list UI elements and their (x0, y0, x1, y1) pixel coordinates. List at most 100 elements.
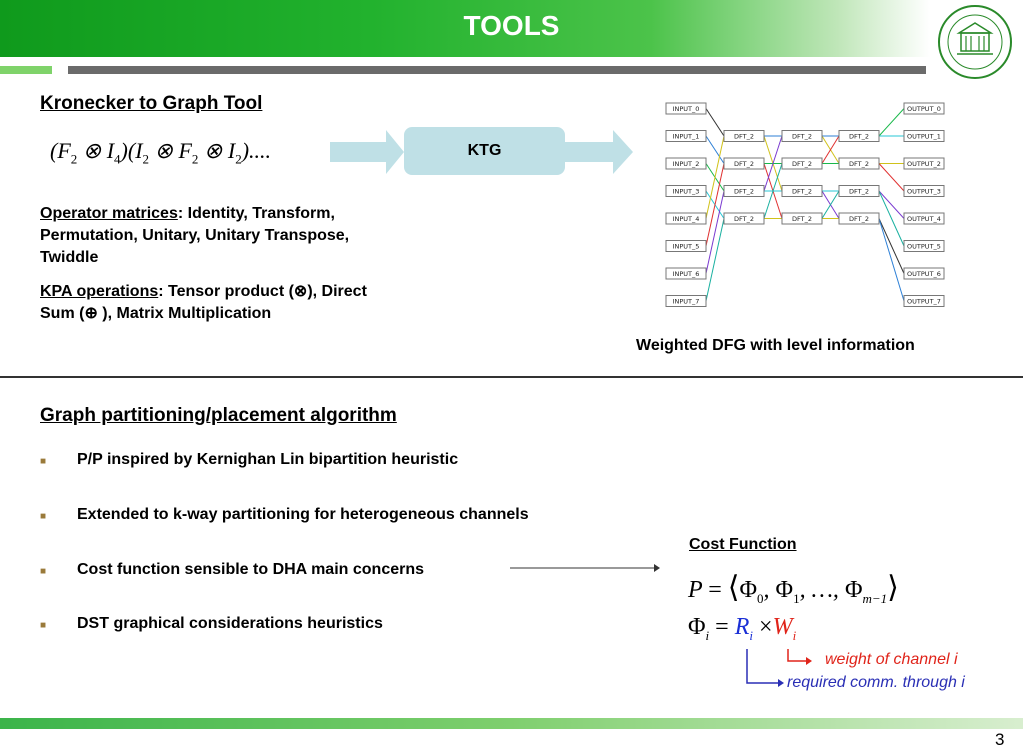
dfg-edges (705, 108, 905, 302)
title-bar (0, 0, 930, 57)
dfg-edge (878, 163, 905, 192)
dfg-dft-node: DFT_2 (781, 157, 823, 170)
output-arrow-icon (563, 130, 633, 174)
dfg-caption: Weighted DFG with level information (636, 337, 915, 354)
dfg-dft-node: DFT_2 (723, 130, 765, 142)
svg-text:OUTPUT_3: OUTPUT_3 (907, 188, 941, 196)
dfg-dft-node: DFT_2 (781, 130, 823, 142)
dfg-nodes: INPUT_0INPUT_1INPUT_2INPUT_3INPUT_4INPUT… (665, 102, 945, 307)
bullet-icon: ■ (40, 511, 47, 522)
bullet-icon: ■ (40, 456, 47, 467)
phi-formula: Φi = Ri ×Wi (688, 614, 797, 643)
dfg-output-node: OUTPUT_7 (903, 295, 945, 307)
input-arrow-icon (330, 130, 404, 174)
svg-text:INPUT_5: INPUT_5 (673, 243, 700, 251)
kronecker-formula: (F2 ⊗ I4)(I2 ⊗ F2 ⊗ I2).... (50, 138, 272, 167)
svg-text:OUTPUT_7: OUTPUT_7 (907, 298, 941, 306)
bullet-item: ■ (40, 615, 46, 633)
dfg-dft-node: DFT_2 (838, 185, 880, 197)
dfg-edge (705, 218, 725, 302)
bullet-text: DST graphical considerations heuristics (77, 615, 383, 632)
svg-text:INPUT_6: INPUT_6 (673, 270, 700, 278)
dfg-input-node: INPUT_3 (665, 185, 707, 197)
section-divider (0, 376, 1023, 378)
dfg-dft-node: DFT_2 (781, 212, 823, 225)
dfg-edge (821, 190, 840, 219)
svg-text:DFT_2: DFT_2 (792, 160, 812, 168)
svg-text:DFT_2: DFT_2 (849, 188, 869, 196)
bullet-text: P/P inspired by Kernighan Lin bipartitio… (77, 451, 459, 468)
dfg-edge (763, 135, 783, 192)
formula-annotation-arrows (746, 649, 812, 687)
dfg-dft-node: DFT_2 (723, 185, 765, 197)
svg-text:DFT_2: DFT_2 (734, 188, 754, 196)
svg-text:OUTPUT_6: OUTPUT_6 (907, 270, 941, 278)
weight-label: weight of channel i (825, 651, 958, 668)
svg-text:INPUT_1: INPUT_1 (673, 133, 700, 141)
svg-text:DFT_2: DFT_2 (792, 188, 812, 196)
dfg-input-node: INPUT_0 (665, 102, 707, 115)
header-stripe-gray (68, 66, 926, 74)
svg-text:OUTPUT_4: OUTPUT_4 (907, 215, 941, 223)
kpa-operations-list: : Tensor product (⊗), Direct Sum (⊕ ), M… (40, 283, 367, 322)
svg-text:DFT_2: DFT_2 (849, 215, 869, 223)
dfg-input-node: INPUT_1 (665, 130, 707, 142)
dfg-output-node: OUTPUT_4 (903, 212, 945, 225)
operator-matrices-label: Operator matrices (40, 205, 178, 222)
dfg-input-node: INPUT_6 (665, 267, 707, 280)
svg-text:OUTPUT_0: OUTPUT_0 (907, 105, 941, 113)
dfg-input-node: INPUT_5 (665, 240, 707, 252)
dfg-output-node: OUTPUT_0 (903, 102, 945, 115)
svg-text:INPUT_7: INPUT_7 (673, 298, 700, 306)
dfg-dft-node: DFT_2 (723, 157, 765, 170)
bullet-item: ■ (40, 561, 46, 579)
dfg-dft-node: DFT_2 (838, 212, 880, 225)
dfg-edge (878, 190, 905, 247)
dfg-input-node: INPUT_2 (665, 157, 707, 170)
dfg-dft-node: DFT_2 (838, 130, 880, 142)
dfg-input-node: INPUT_4 (665, 212, 707, 225)
bullet-text: Cost function sensible to DHA main conce… (77, 561, 425, 578)
slide-title: TOOLS (463, 10, 560, 41)
dfg-dft-node: DFT_2 (838, 157, 880, 170)
dfg-input-node: INPUT_7 (665, 295, 707, 307)
dfg-edge (705, 163, 725, 247)
svg-text:OUTPUT_2: OUTPUT_2 (907, 160, 941, 168)
dfg-output-node: OUTPUT_6 (903, 267, 945, 280)
dfg-edge (705, 135, 725, 219)
svg-text:INPUT_0: INPUT_0 (673, 105, 700, 113)
dfg-dft-node: DFT_2 (781, 185, 823, 197)
svg-text:DFT_2: DFT_2 (849, 160, 869, 168)
comm-label: required comm. through i (787, 674, 965, 691)
bullet-item: ■ (40, 506, 46, 524)
partition-formula: P = ⟨Φ0, Φ1, …, Φm−1⟩ (688, 571, 899, 606)
dfg-edge (878, 218, 905, 274)
svg-text:INPUT_3: INPUT_3 (673, 188, 700, 196)
dfg-edge (878, 108, 905, 137)
dfg-dft-node: DFT_2 (723, 212, 765, 225)
cost-function-heading: Cost Function (689, 536, 797, 553)
partition-heading: Graph partitioning/placement algorithm (40, 405, 397, 426)
svg-text:OUTPUT_5: OUTPUT_5 (907, 243, 941, 251)
dfg-edge (878, 218, 905, 302)
kpa-operations-label: KPA operations (40, 283, 159, 300)
svg-text:DFT_2: DFT_2 (734, 160, 754, 168)
university-seal-logo (938, 5, 1012, 79)
dfg-edge (821, 135, 840, 164)
bullet-icon: ■ (40, 566, 47, 577)
svg-text:DFT_2: DFT_2 (734, 215, 754, 223)
svg-text:INPUT_2: INPUT_2 (673, 160, 700, 168)
dfg-output-node: OUTPUT_3 (903, 185, 945, 197)
svg-text:DFT_2: DFT_2 (792, 215, 812, 223)
footer-bar (0, 718, 1023, 729)
operator-matrices-list: : Identity, Transform, Permutation, Unit… (40, 205, 350, 266)
dfg-output-node: OUTPUT_2 (903, 157, 945, 170)
dfg-edge (763, 163, 783, 219)
ktg-heading: Kronecker to Graph Tool (40, 93, 263, 114)
dfg-edge (705, 108, 725, 137)
bullet-icon: ■ (40, 620, 47, 631)
cost-arrow-icon (510, 564, 660, 572)
svg-text:INPUT_4: INPUT_4 (673, 215, 700, 223)
operator-matrices-text: Operator matrices: Identity, Transform, … (40, 203, 400, 269)
bullet-text: Extended to k-way partitioning for heter… (77, 506, 529, 523)
